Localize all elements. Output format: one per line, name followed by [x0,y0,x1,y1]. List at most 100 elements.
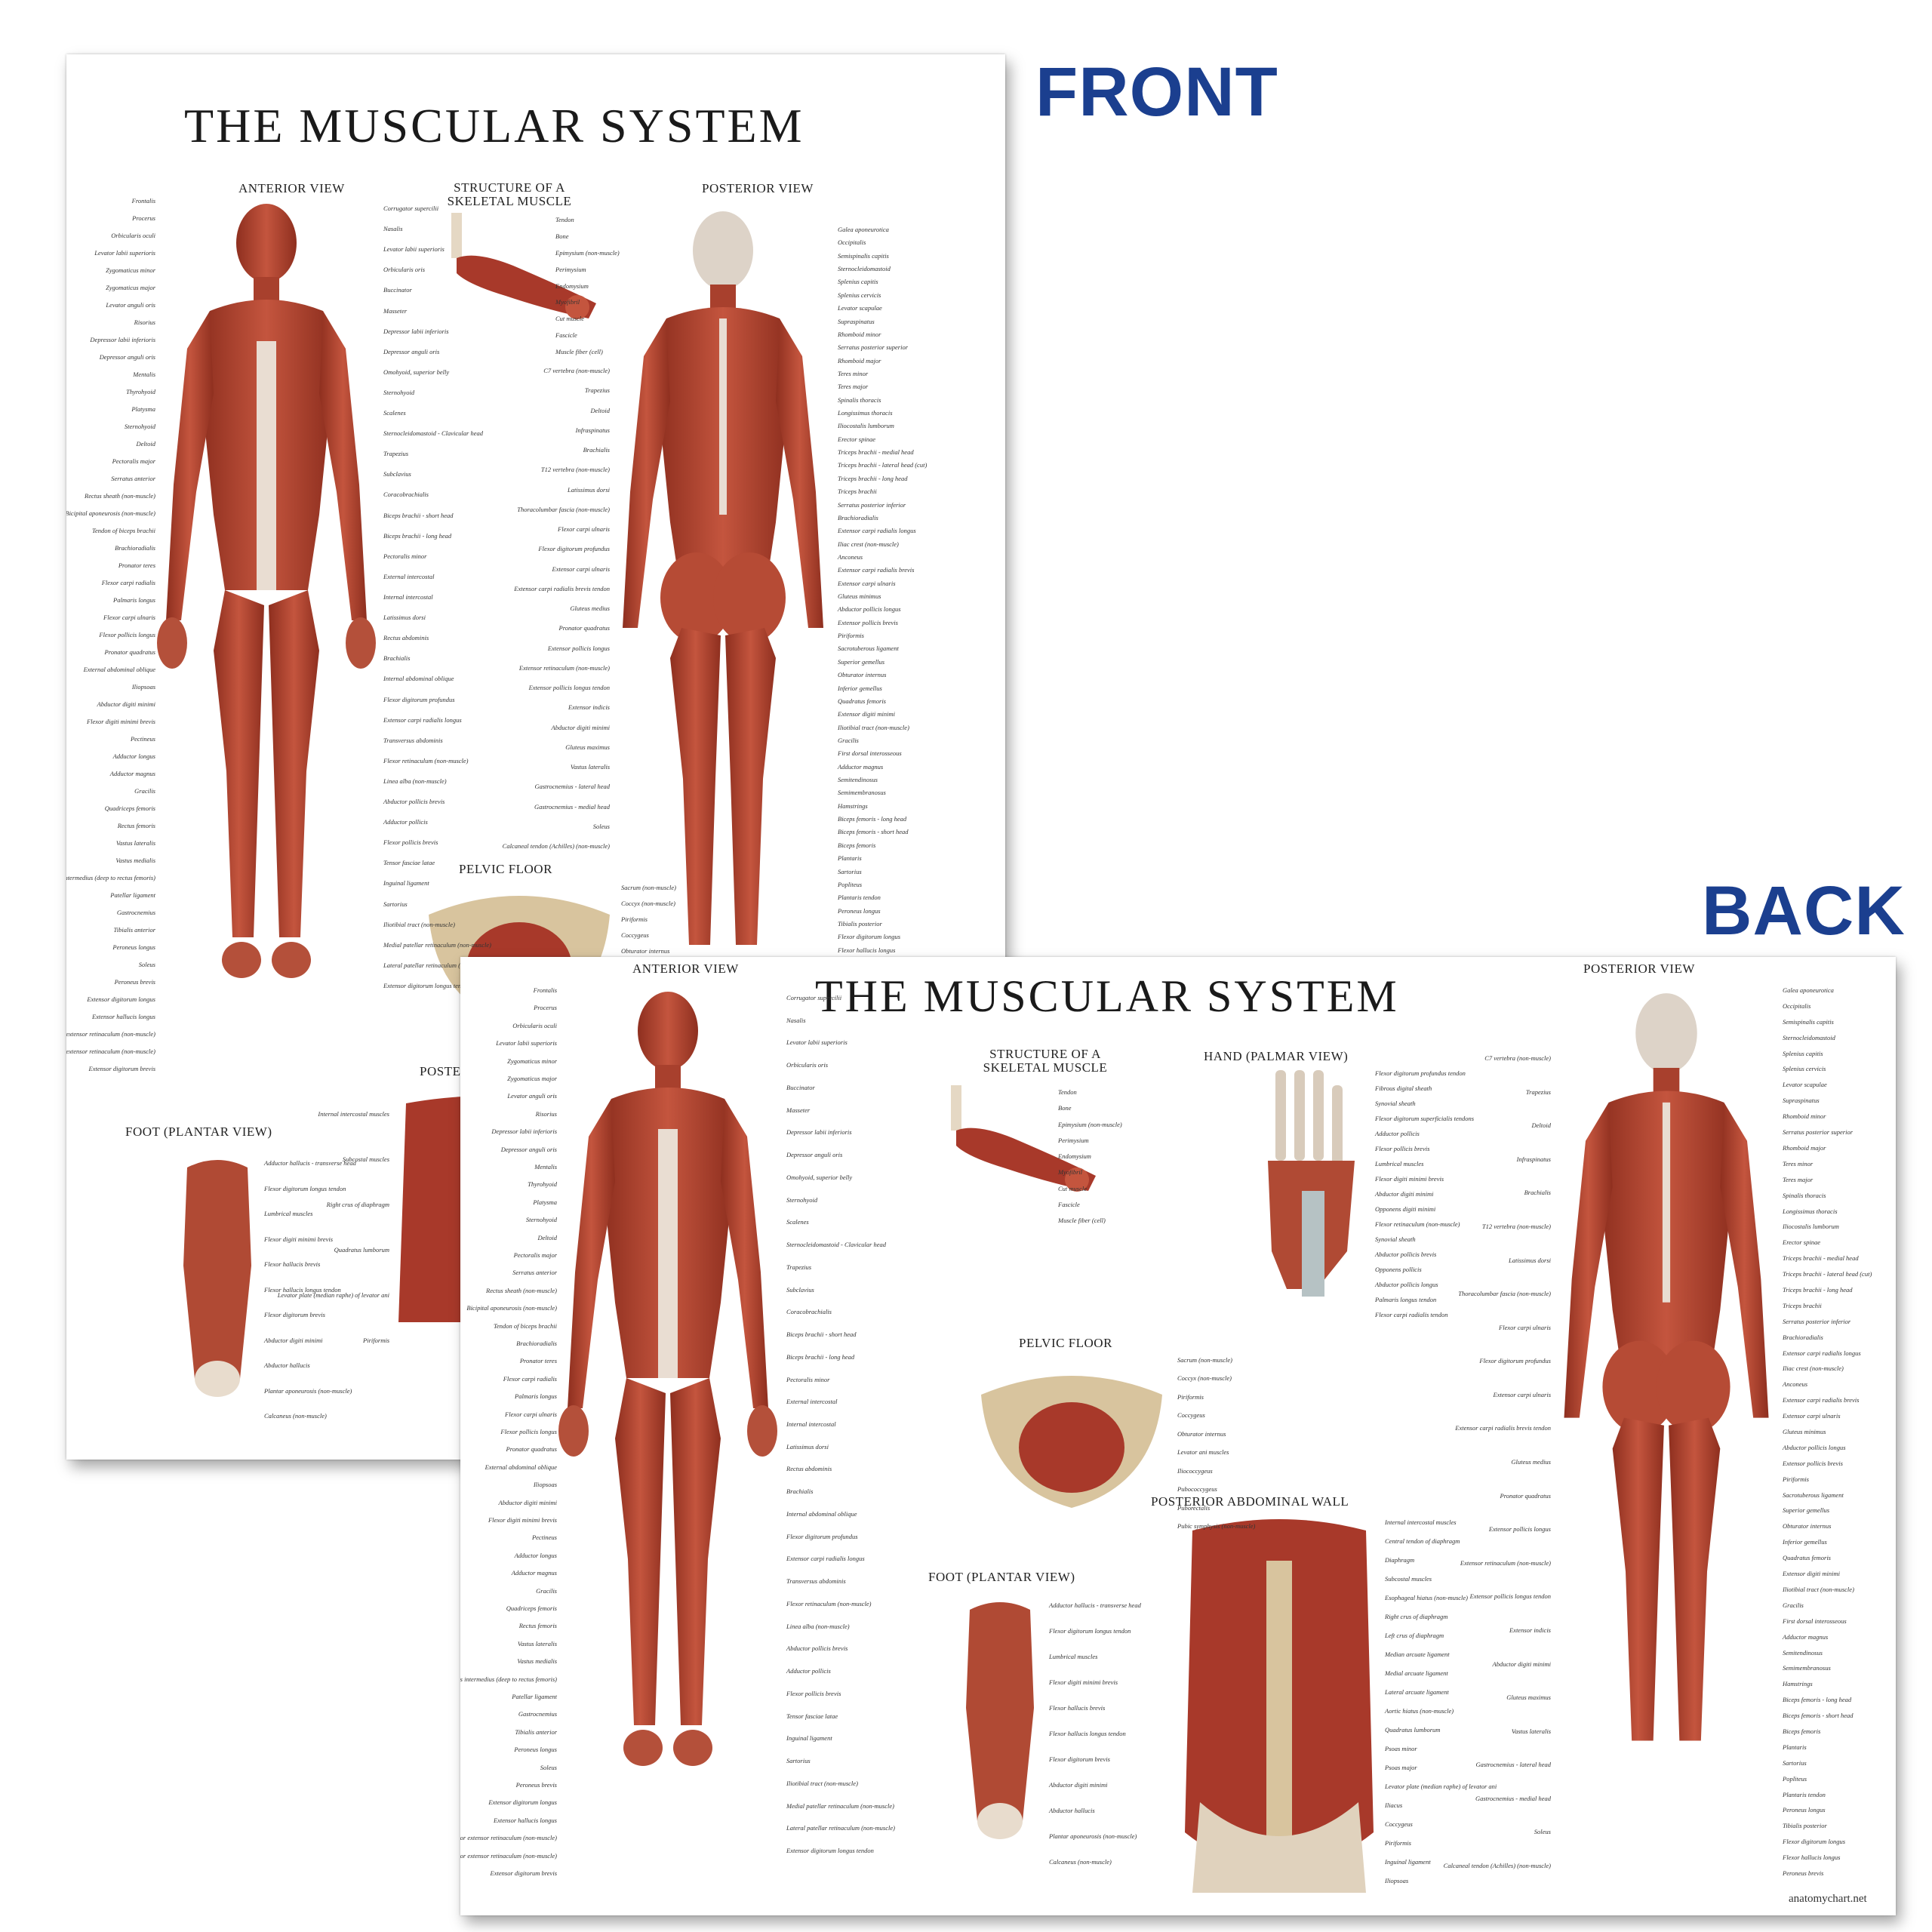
anatomy-label: Triceps brachii - medial head [1783,1254,1859,1262]
anatomy-label: Pectoralis minor [383,552,427,560]
anatomy-label: Brachioradialis [115,544,155,552]
anatomy-label: Extensor pollicis longus [1488,1525,1551,1533]
anatomy-label: Zygomaticus major [106,284,155,291]
anatomy-label: Brachioradialis [1783,1334,1823,1341]
anatomy-label: Latissimus dorsi [1509,1257,1551,1264]
anatomy-label: Semitendinosus [1783,1649,1823,1657]
anatomy-label: Triceps brachii - lateral head (cut) [1783,1270,1872,1278]
anatomy-label: Tensor fasciae latae [786,1712,838,1720]
anatomy-label: Myofibril [555,298,580,306]
anatomy-label: Levator ani muscles [1177,1448,1229,1456]
anatomy-label: Sternocleidomastoid - Clavicular head [786,1241,886,1248]
anatomy-label: Thoracolumbar fascia (non-muscle) [1458,1290,1551,1297]
anatomy-label: Iliopsoas [1385,1877,1409,1884]
anatomy-label: Flexor retinaculum (non-muscle) [786,1600,872,1607]
anatomy-label: Subclavius [786,1286,814,1294]
anatomy-label: Extensor carpi radialis brevis tendon [1455,1424,1551,1432]
front-foot-heading: FOOT (PLANTAR VIEW) [125,1124,272,1139]
anatomy-label: Flexor retinaculum (non-muscle) [383,757,469,764]
anatomy-label: Adductor hallucis - transverse head [264,1159,356,1167]
anatomy-label: Soleus [1534,1828,1551,1835]
anatomy-label: Biceps femoris [1783,1727,1821,1735]
anatomy-label: Adductor pollicis [786,1667,831,1675]
anatomy-label: Gracilis [838,737,859,744]
back-pelvic-illustration [981,1376,1162,1508]
anatomy-label: Central tendon of diaphragm [1385,1537,1460,1545]
anatomy-label: Subcostal muscles [1385,1575,1432,1583]
anatomy-label: Triceps brachii - lateral head (cut) [838,461,928,469]
anatomy-label: Thyrohyoid [126,388,155,395]
anatomy-label: Brachioradialis [838,514,878,521]
anatomy-label: Abductor hallucis [1049,1807,1095,1814]
anatomy-label: Tensor fasciae latae [383,859,435,866]
anatomy-label: Peroneus brevis [515,1781,557,1789]
anatomy-label: Flexor retinaculum (non-muscle) [1375,1220,1460,1228]
anatomy-label: Triceps brachii [1783,1302,1822,1309]
anatomy-label: Psoas minor [1385,1745,1417,1752]
anatomy-label: Thyrohyoid [528,1180,557,1188]
anatomy-label: Rhomboid minor [1783,1112,1826,1120]
anatomy-label: Sartorius [1783,1759,1807,1767]
anatomy-label: Pectineus [130,735,155,743]
anatomy-label: Plantaris tendon [838,894,881,901]
anatomy-label: Trapezius [786,1263,812,1271]
anatomy-label: Coccyx (non-muscle) [1177,1374,1232,1382]
anatomy-label: Abductor digiti minimi [264,1337,323,1344]
anatomy-label: Lateral arcuate ligament [1385,1688,1449,1696]
anatomy-label: Galea aponeurotica [1783,986,1834,994]
anatomy-label: Peroneus longus [112,943,155,951]
anatomy-label: Semispinalis capitis [838,252,889,260]
anatomy-label: Teres minor [1783,1160,1814,1168]
anatomy-label: Platysma [131,405,155,413]
anatomy-label: Palmaris longus tendon [1375,1296,1437,1303]
anatomy-label: Extensor digitorum brevis [88,1065,155,1072]
anatomy-label: Teres minor [838,370,869,377]
anatomy-label: Gastrocnemius [116,909,155,916]
anatomy-label: Flexor digitorum longus tendon [1049,1627,1131,1635]
back-posterior-abd-heading: POSTERIOR ABDOMINAL WALL [1151,1494,1349,1509]
anatomy-label: Adductor longus [112,752,155,760]
anatomy-label: Levator labii superioris [786,1038,848,1046]
back-poster-credit: anatomychart.net [1789,1893,1867,1905]
anatomy-label: Extensor carpi radialis brevis [1783,1396,1860,1404]
anatomy-label: Flexor digitorum profundus [786,1533,858,1540]
anatomy-label: Rhomboid major [838,357,881,365]
anatomy-label: Extensor digitorum brevis [490,1869,557,1877]
anatomy-label: Median arcuate ligament [1385,1651,1450,1658]
anatomy-label: Extensor retinaculum (non-muscle) [518,664,610,672]
anatomy-label: Zygomaticus major [507,1075,557,1082]
anatomy-label: Adductor magnus [511,1569,557,1577]
anatomy-label: Aortic hiatus (non-muscle) [1385,1707,1454,1715]
anatomy-label: Bone [555,232,569,240]
anatomy-label: Extensor carpi radialis longus [838,527,916,534]
anatomy-label: Gluteus medius [1511,1458,1551,1466]
anatomy-label: Tibialis anterior [515,1728,558,1736]
anatomy-label: Mentalis [534,1163,557,1171]
anatomy-label: Extensor hallucis longus [493,1817,557,1824]
anatomy-label: Brachialis [786,1487,814,1495]
anatomy-label: Zygomaticus minor [507,1057,557,1065]
anatomy-label: Omohyoid, superior belly [786,1174,853,1181]
anatomy-label: Extensor pollicis longus tendon [1469,1592,1551,1600]
front-foot-illustration [183,1160,251,1397]
anatomy-label: Anconeus [838,553,863,561]
anatomy-label: Omohyoid, superior belly [383,368,450,376]
anatomy-label: Depressor anguli oris [786,1151,843,1158]
anatomy-label: Muscle fiber (cell) [1058,1217,1106,1224]
anatomy-label: Adductor magnus [838,763,884,771]
anatomy-label: Tibialis posterior [1783,1822,1827,1829]
anatomy-label: Internal abdominal oblique [786,1510,857,1518]
anatomy-label: Adductor hallucis - transverse head [1049,1601,1141,1609]
front-tag: FRONT [1035,54,1278,131]
anatomy-label: Plantaris [838,854,862,862]
anatomy-label: Levator plate (median raphe) of levator … [277,1291,389,1299]
anatomy-label: Levator plate (median raphe) of levator … [1385,1783,1497,1790]
back-poster: THE MUSCULAR SYSTEM ANTERIOR VIEW STRUCT… [460,957,1896,1915]
anatomy-label: Epimysium (non-muscle) [1058,1121,1122,1128]
anatomy-label: Coracobrachialis [786,1308,832,1315]
anatomy-label: Tibialis anterior [113,926,156,934]
anatomy-label: Rhomboid minor [838,331,881,338]
anatomy-label: Piriformis [1385,1839,1411,1847]
anatomy-label: Flexor hallucis longus tendon [1049,1730,1126,1737]
anatomy-label: Iliococcygeus [1177,1467,1213,1475]
